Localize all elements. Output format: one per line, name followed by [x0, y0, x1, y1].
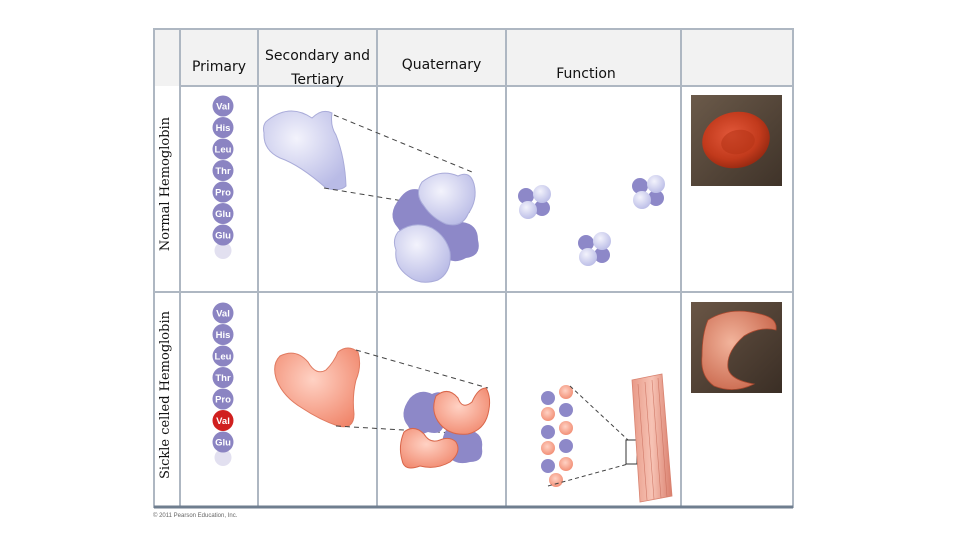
chain-tail-fade [214, 242, 232, 259]
normal-red-blood-cell-image [691, 95, 782, 186]
sickle-fiber-zoom-lines [547, 385, 638, 487]
amino-acid-label: His [216, 123, 231, 134]
table-grid [153, 28, 794, 509]
header-secondary-line2: Tertiary [291, 72, 344, 88]
amino-acid-bead [212, 345, 234, 367]
amino-acid-bead [212, 367, 234, 388]
amino-acid-bead [212, 117, 234, 138]
amino-acid-bead [212, 181, 234, 203]
amino-acid-label: Pro [215, 395, 231, 406]
sickle-quaternary-tetramer [399, 387, 491, 469]
chain-tail-fade [214, 449, 232, 466]
amino-acid-label: His [216, 330, 231, 341]
sickle-cell-image [691, 302, 782, 393]
mutated-amino-acid-bead [212, 410, 234, 431]
amino-acid-bead [212, 388, 234, 410]
normal-dispersed-tetramers [518, 175, 665, 266]
amino-acid-label: Glu [215, 231, 231, 242]
amino-acid-label: Thr [215, 166, 231, 177]
amino-acid-label: Val [216, 416, 230, 427]
amino-acid-bead [212, 224, 234, 246]
copyright-notice: © 2011 Pearson Education, Inc. [153, 513, 238, 519]
amino-acid-label: Glu [215, 209, 231, 220]
normal-zoom-lines [323, 114, 473, 213]
header-secondary-tertiary: Secondary and Tertiary [258, 44, 377, 92]
amino-acid-bead [212, 138, 234, 160]
normal-quaternary-tetramer [392, 172, 479, 283]
header-function: Function [556, 66, 616, 82]
amino-acid-label: Glu [215, 438, 231, 449]
amino-acid-bead [212, 95, 234, 117]
sickle-hemoglobin-fiber [631, 373, 673, 503]
amino-acid-label: Leu [215, 352, 232, 363]
amino-acid-label: Leu [215, 145, 232, 156]
amino-acid-label: Val [216, 309, 230, 320]
header-secondary-line1: Secondary and [265, 48, 370, 64]
sickle-tertiary-monomer [274, 347, 361, 428]
row-label-sickle: Sickle celled Hemoglobin [158, 311, 173, 479]
header-quaternary: Quaternary [401, 57, 482, 73]
amino-acid-bead [212, 203, 234, 224]
normal-tertiary-monomer [263, 110, 347, 191]
row-label-normal: Normal Hemoglobin [158, 116, 173, 252]
header-primary: Primary [191, 59, 247, 75]
amino-acid-label: Val [216, 102, 230, 113]
sickle-polymer-chain [541, 385, 573, 487]
amino-acid-bead [212, 324, 234, 345]
amino-acid-bead [212, 302, 234, 324]
amino-acid-label: Pro [215, 188, 231, 199]
amino-acid-bead [212, 160, 234, 181]
amino-acid-bead [212, 431, 234, 453]
amino-acid-label: Thr [215, 373, 231, 384]
